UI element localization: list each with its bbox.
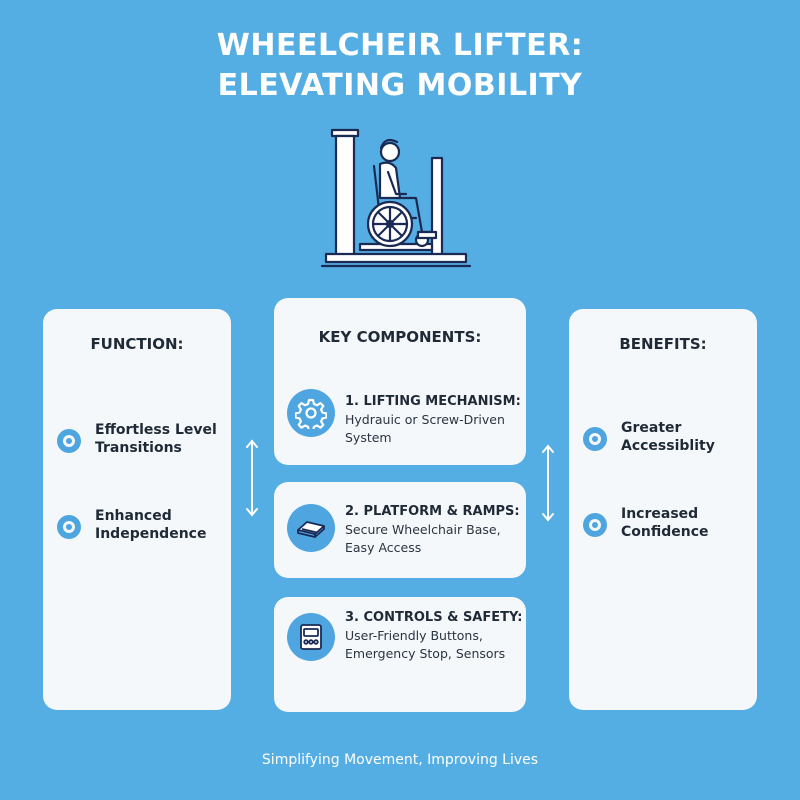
component-description: Secure Wheelchair Base, Easy Access (345, 522, 501, 555)
benefit-item-label: Increased Confidence (621, 506, 709, 540)
title-line-1: WHEELCHEIR LIFTER: (216, 28, 584, 63)
function-item-label: Enhanced Independence (95, 508, 207, 542)
benefits-heading: BENEFITS: (619, 335, 707, 353)
footer-tagline: Simplifying Movement, Improving Lives (261, 752, 539, 768)
component-card-controls: 3. CONTROLS & SAFETY: User-Friendly Butt… (274, 597, 526, 712)
component-name: 2. PLATFORM & RAMPS: (345, 504, 520, 519)
function-heading: FUNCTION: (90, 335, 184, 353)
page-title: WHEELCHEIR LIFTER: ELEVATING MOBILITY (0, 26, 800, 106)
function-item-label: Effortless Level Transitions (95, 422, 217, 456)
component-description: Hydrauic or Screw-Driven System (345, 412, 505, 445)
bullet-icon (57, 429, 81, 453)
component-description: User-Friendly Buttons, Emergency Stop, S… (345, 628, 506, 661)
component-card-lifting: KEY COMPONENTS: 1. LIFTING MECHANISM: Hy… (274, 298, 526, 465)
benefit-item: Increased Confidence (583, 505, 749, 545)
components-heading: KEY COMPONENTS: (318, 328, 482, 346)
benefit-item: Greater Accessiblity (583, 419, 749, 459)
component-card-platform: 2. PLATFORM & RAMPS: Secure Wheelchair B… (274, 482, 526, 578)
title-line-2: ELEVATING MOBILITY (217, 68, 583, 103)
control-panel-icon (287, 613, 335, 661)
benefits-panel: BENEFITS: Greater Accessiblity Increased… (569, 309, 757, 710)
wheelchair-lift-icon (320, 128, 472, 268)
function-item: Effortless Level Transitions (57, 421, 223, 461)
double-arrow-icon (246, 439, 258, 517)
double-arrow-icon (542, 444, 554, 522)
component-name: 1. LIFTING MECHANISM: (345, 394, 521, 409)
function-panel: FUNCTION: Effortless Level Transitions E… (43, 309, 231, 710)
benefit-item-label: Greater Accessiblity (621, 420, 715, 454)
gear-icon (287, 389, 335, 437)
platform-icon (287, 504, 335, 552)
bullet-icon (57, 515, 81, 539)
bullet-icon (583, 427, 607, 451)
bullet-icon (583, 513, 607, 537)
component-name: 3. CONTROLS & SAFETY: (345, 610, 523, 625)
function-item: Enhanced Independence (57, 507, 223, 547)
